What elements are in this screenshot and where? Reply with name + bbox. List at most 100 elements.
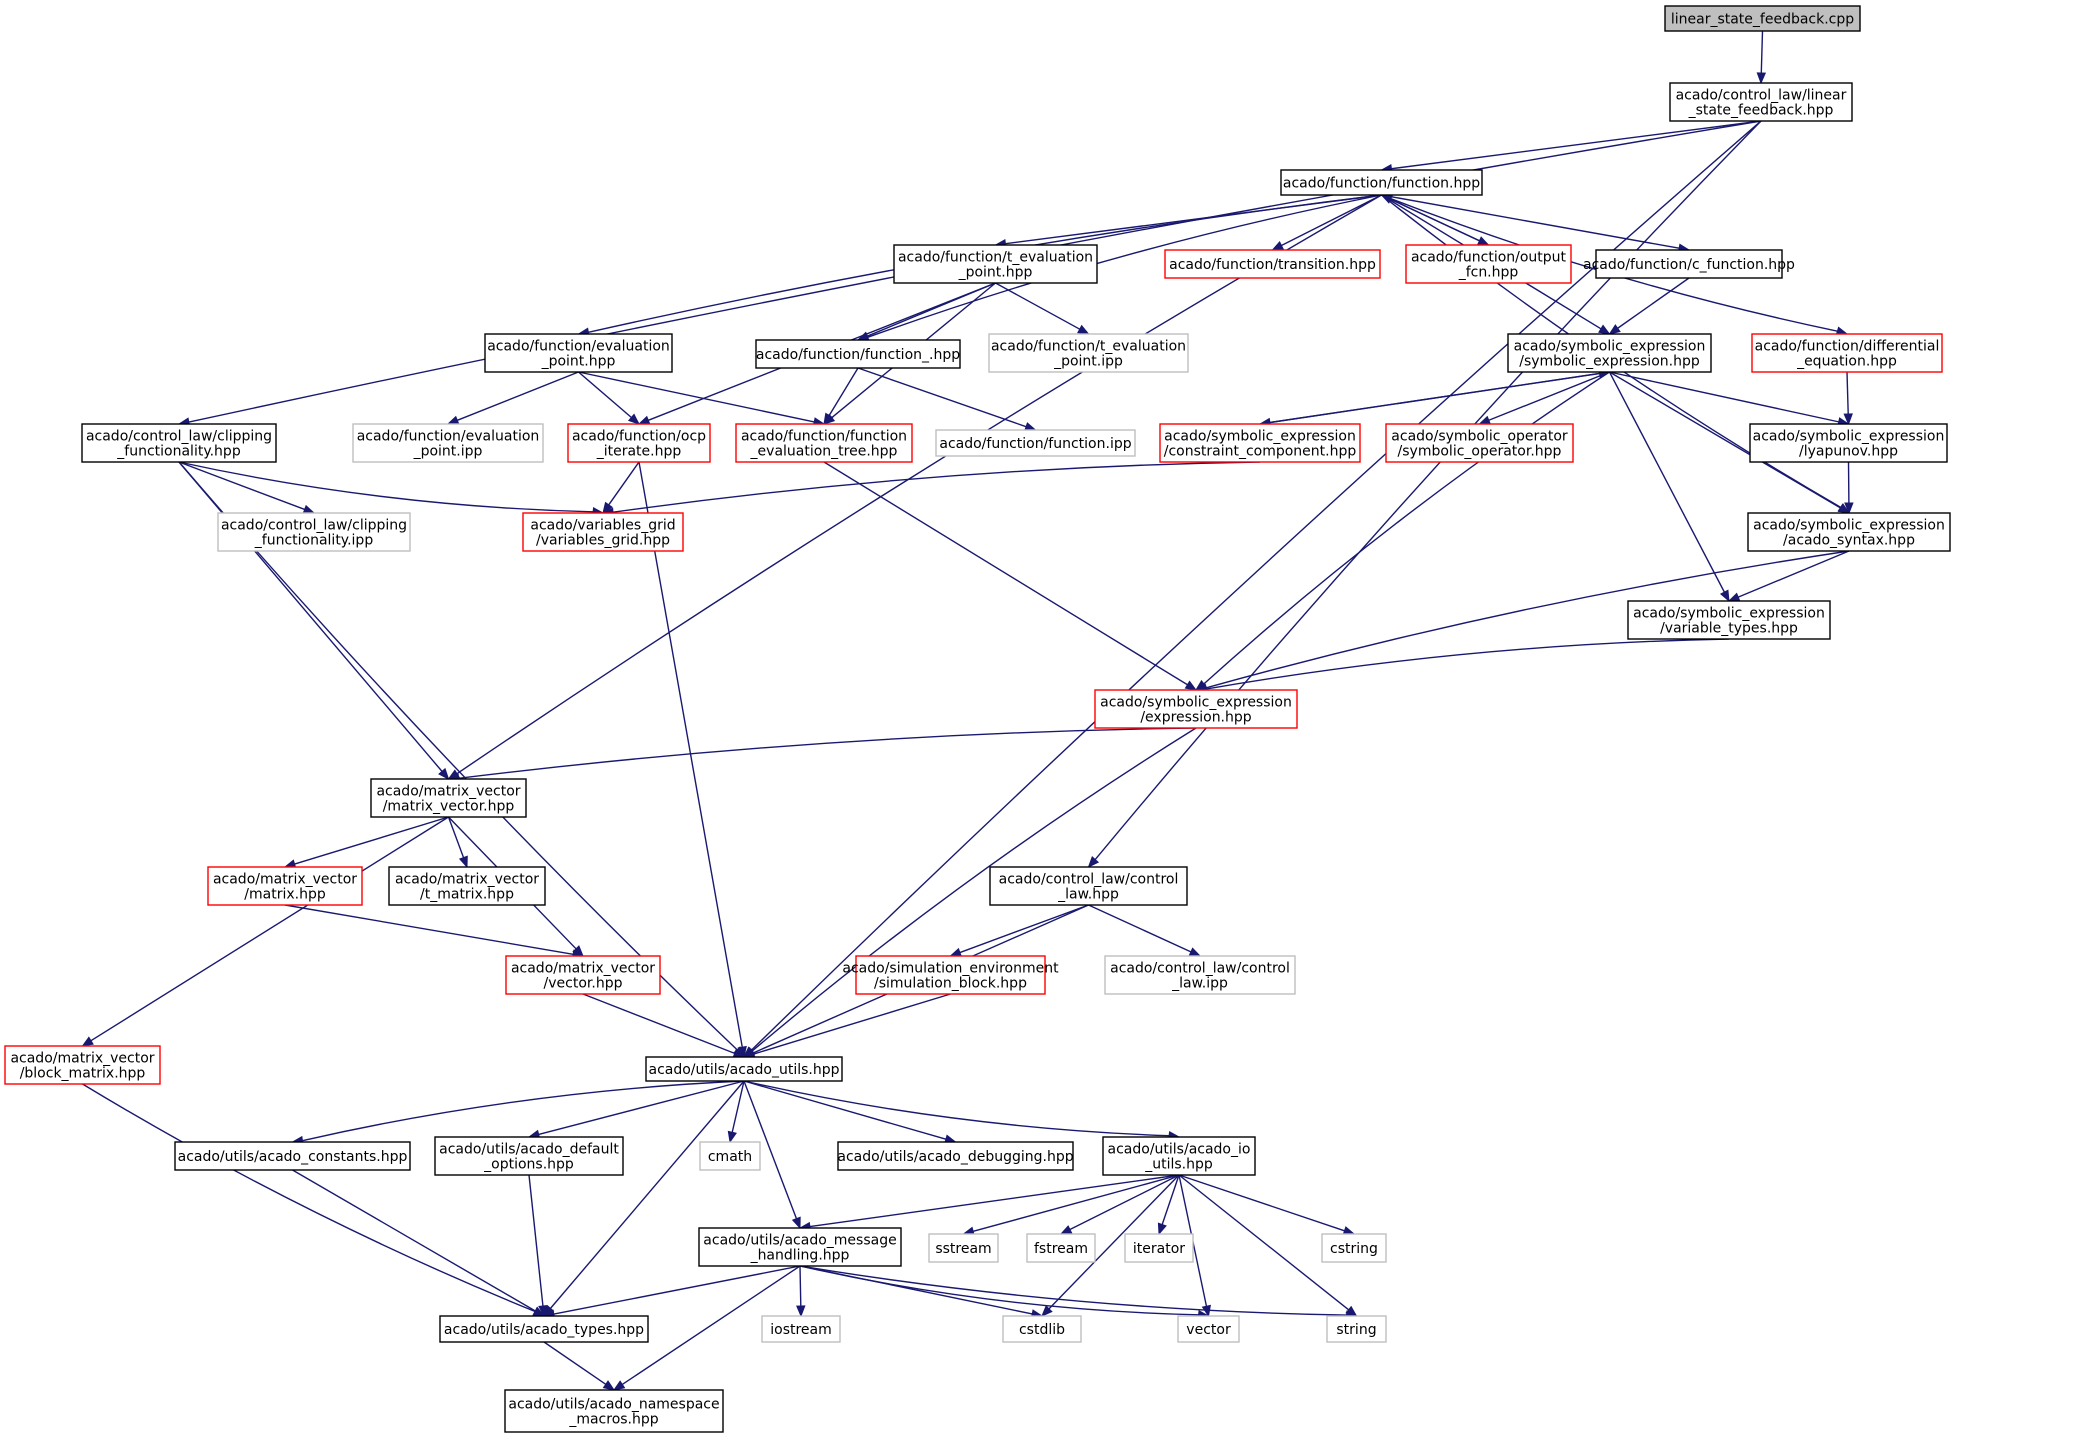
- edge-utils-to-debug: [743, 1080, 957, 1144]
- node-label-line: acado/function/t_evaluation: [898, 250, 1093, 266]
- node-box: [522, 512, 684, 552]
- node-cstdlib[interactable]: cstdlib: [1002, 1315, 1082, 1343]
- node-acado-symbolic-operator-symbolic-operator-hpp[interactable]: acado/symbolic_operator/symbolic_operato…: [1385, 423, 1574, 463]
- node-iterator[interactable]: iterator: [1124, 1233, 1194, 1263]
- edge-line: [178, 461, 594, 513]
- node-acado-control-law-control-law-ipp[interactable]: acado/control_law/control_law.ipp: [1104, 955, 1296, 995]
- node-acado-function-c-function-hpp[interactable]: acado/function/c_function.hpp: [1583, 249, 1795, 279]
- node-box: [1669, 82, 1853, 122]
- edge-constr-to-symexpr: [1259, 368, 1611, 425]
- node-acado-function-t-evaluation-point-hpp[interactable]: acado/function/t_evaluation_point.hpp: [893, 244, 1098, 284]
- edge-evalpt-to-ocpit: [578, 371, 641, 425]
- edge-line: [82, 1083, 536, 1313]
- node-label-line: acado/utils/acado_namespace: [508, 1397, 719, 1413]
- node-box: [989, 866, 1188, 906]
- node-acado-function-output-fcn-hpp[interactable]: acado/function/output_fcn.hpp: [1405, 244, 1572, 284]
- node-acado-function-evaluation-point-hpp[interactable]: acado/function/evaluation_point.hpp: [484, 333, 673, 373]
- node-box: [893, 244, 1098, 284]
- node-acado-function-differential-equation-hpp[interactable]: acado/function/differential_equation.hpp: [1751, 333, 1943, 373]
- edge-simblock-to-utils: [742, 993, 951, 1059]
- node-iostream[interactable]: iostream: [761, 1315, 841, 1343]
- node-acado-matrix-vector-vector-hpp[interactable]: acado/matrix_vector/vector.hpp: [505, 955, 661, 995]
- node-acado-utils-acado-constants-hpp[interactable]: acado/utils/acado_constants.hpp: [174, 1141, 411, 1171]
- node-acado-utils-acado-types-hpp[interactable]: acado/utils/acado_types.hpp: [439, 1315, 649, 1343]
- edge-line: [612, 461, 1261, 513]
- node-acado-matrix-vector-matrix-hpp[interactable]: acado/matrix_vector/matrix.hpp: [207, 866, 363, 906]
- node-acado-simulation-environment-simulation-block-hpp[interactable]: acado/simulation_environment/simulation_…: [842, 955, 1059, 995]
- node-acado-utils-acado-io-utils-hpp[interactable]: acado/utils/acado_io_utils.hpp: [1102, 1136, 1256, 1176]
- edge-line: [1390, 198, 1489, 246]
- node-acado-symbolic-expression-symbolic-expression-hpp[interactable]: acado/symbolic_expression/symbolic_expre…: [1507, 333, 1712, 373]
- node-label-line: acado/function/transition.hpp: [1169, 257, 1376, 273]
- node-acado-function-t-evaluation-point-ipp[interactable]: acado/function/t_evaluation_point.ipp: [988, 333, 1189, 373]
- edge-utils-to-consts: [291, 1080, 745, 1146]
- node-label-line: /simulation_block.hpp: [874, 976, 1027, 992]
- node-sstream[interactable]: sstream: [928, 1233, 999, 1263]
- edge-line: [799, 1265, 1199, 1316]
- node-label-line: acado/matrix_vector: [10, 1051, 154, 1067]
- node-label-line: iostream: [770, 1322, 832, 1338]
- node-label-line: /expression.hpp: [1140, 710, 1251, 726]
- node-acado-utils-acado-message-handling-hpp[interactable]: acado/utils/acado_message_handling.hpp: [698, 1227, 902, 1267]
- node-label-line: acado/function/function: [741, 429, 907, 445]
- edge-line: [178, 461, 305, 511]
- node-acado-function-function-hpp[interactable]: acado/function/function_.hpp: [755, 339, 961, 369]
- edge-line: [1203, 371, 1610, 685]
- node-acado-utils-acado-debugging-hpp[interactable]: acado/utils/acado_debugging.hpp: [837, 1141, 1074, 1171]
- node-acado-control-law-control-law-hpp[interactable]: acado/control_law/control_law.hpp: [989, 866, 1188, 906]
- node-acado-function-evaluation-point-ipp[interactable]: acado/function/evaluation_point.ipp: [352, 423, 544, 463]
- node-acado-utils-acado-utils-hpp[interactable]: acado/utils/acado_utils.hpp: [645, 1056, 843, 1082]
- node-acado-function-transition-hpp[interactable]: acado/function/transition.hpp: [1164, 249, 1381, 279]
- node-label-line: /lyapunov.hpp: [1799, 444, 1898, 460]
- node-acado-function-function-hpp[interactable]: acado/function/function.hpp: [1280, 169, 1483, 196]
- node-acado-variables-grid-variables-grid-hpp[interactable]: acado/variables_grid/variables_grid.hpp: [522, 512, 684, 552]
- node-label-line: acado/function/function.ipp: [939, 436, 1131, 452]
- node-vector[interactable]: vector: [1177, 1315, 1240, 1343]
- edge-arrowhead: [1608, 324, 1621, 335]
- node-acado-utils-acado-namespace-macros-hpp[interactable]: acado/utils/acado_namespace_macros.hpp: [504, 1389, 724, 1433]
- node-acado-matrix-vector-t-matrix-hpp[interactable]: acado/matrix_vector/t_matrix.hpp: [388, 866, 546, 906]
- edge-utils-to-io: [743, 1080, 1181, 1141]
- edge-arrowhead: [1727, 592, 1741, 602]
- node-acado-symbolic-expression-expression-hpp[interactable]: acado/symbolic_expression/expression.hpp: [1094, 689, 1298, 729]
- node-box: [81, 423, 277, 463]
- node-acado-function-function-evaluation-tree-hpp[interactable]: acado/function/function_evaluation_tree.…: [735, 423, 913, 463]
- node-label-line: _point.ipp: [413, 444, 483, 460]
- node-acado-control-law-linear-state-feedback-hpp[interactable]: acado/control_law/linear_state_feedback.…: [1669, 82, 1853, 122]
- node-acado-utils-acado-default-options-hpp[interactable]: acado/utils/acado_default_options.hpp: [434, 1136, 624, 1176]
- edge-clip-to-clipipp: [178, 461, 316, 514]
- edge-line: [972, 1174, 1180, 1233]
- node-box: [388, 866, 546, 906]
- node-acado-function-function-ipp[interactable]: acado/function/function.ipp: [935, 429, 1136, 457]
- node-linear-state-feedback-cpp[interactable]: linear_state_feedback.cpp: [1664, 5, 1861, 32]
- edge-msg-to-string: [799, 1265, 1358, 1320]
- node-label-line: acado/matrix_vector: [395, 872, 539, 888]
- node-acado-matrix-vector-matrix-vector-hpp[interactable]: acado/matrix_vector/matrix_vector.hpp: [370, 778, 527, 818]
- node-acado-symbolic-expression-acado-syntax-hpp[interactable]: acado/symbolic_expression/acado_syntax.h…: [1747, 512, 1951, 552]
- edge-line: [1617, 277, 1690, 329]
- node-acado-symbolic-expression-lyapunov-hpp[interactable]: acado/symbolic_expression/lyapunov.hpp: [1749, 423, 1948, 463]
- node-acado-function-ocp-iterate-hpp[interactable]: acado/function/ocp_iterate.hpp: [567, 423, 711, 463]
- node-string[interactable]: string: [1326, 1315, 1387, 1343]
- node-label-line: _functionality.hpp: [116, 444, 241, 460]
- node-fstream[interactable]: fstream: [1026, 1233, 1096, 1263]
- edge-utils-to-cmath: [727, 1080, 745, 1144]
- node-cmath[interactable]: cmath: [699, 1141, 761, 1171]
- edge-line: [621, 1265, 801, 1386]
- edge-line: [959, 904, 1089, 954]
- edge-utils-to-defopts: [527, 1080, 745, 1139]
- edge-arrowhead: [1188, 947, 1202, 957]
- edge-arrowhead: [538, 1305, 548, 1318]
- node-label-line: /variable_types.hpp: [1660, 621, 1798, 637]
- node-acado-symbolic-expression-variable-types-hpp[interactable]: acado/symbolic_expression/variable_types…: [1627, 600, 1831, 640]
- node-acado-symbolic-expression-constraint-component-hpp[interactable]: acado/symbolic_expression/constraint_com…: [1159, 423, 1361, 463]
- edge-line: [1391, 120, 1762, 170]
- node-acado-matrix-vector-block-matrix-hpp[interactable]: acado/matrix_vector/block_matrix.hpp: [4, 1045, 161, 1085]
- node-label-line: acado/control_law/control: [999, 872, 1179, 888]
- edge-line: [458, 727, 1197, 780]
- node-cstring[interactable]: cstring: [1321, 1233, 1387, 1263]
- node-acado-control-law-clipping-functionality-hpp[interactable]: acado/control_law/clipping_functionality…: [81, 423, 277, 463]
- edge-ocpit-to-vgrid: [602, 461, 640, 515]
- edge-line: [528, 1174, 544, 1307]
- node-acado-control-law-clipping-functionality-ipp[interactable]: acado/control_law/clipping_functionality…: [217, 512, 411, 552]
